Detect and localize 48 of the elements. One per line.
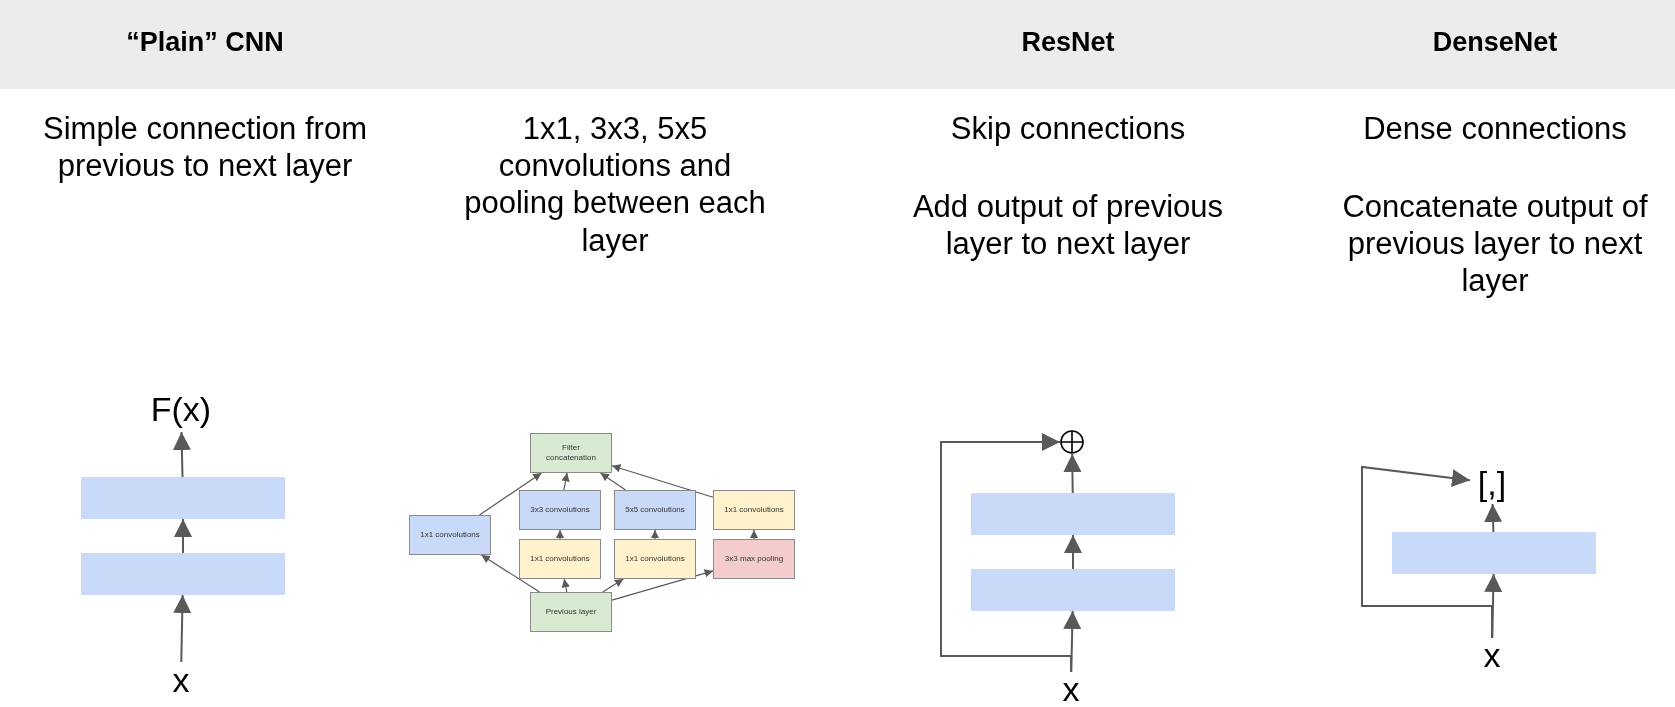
arrow <box>599 472 627 491</box>
arrow <box>561 578 570 593</box>
sum-symbol-icon <box>1060 430 1084 454</box>
arrow <box>940 433 1072 673</box>
math-label: x <box>1475 638 1509 672</box>
description-text: 1x1, 3x3, 5x5 convolutions and pooling between each layer <box>463 110 767 259</box>
description-text: Skip connections <box>949 110 1187 148</box>
layer-block <box>971 493 1175 535</box>
arrow <box>1063 453 1082 494</box>
column-heading: “Plain” CNN <box>125 26 285 59</box>
description-text: Add output of previous layer to next layer <box>911 188 1225 263</box>
layer-box: 1x1 convolutions <box>519 539 601 579</box>
arrow <box>174 518 192 554</box>
layer-box: 3x3 convolutions <box>519 490 601 530</box>
layer-box: 3x3 max pooling <box>713 539 795 579</box>
arrow <box>172 431 191 478</box>
math-label: F(x) <box>148 386 214 432</box>
layer-box: 1x1 convolutions <box>713 490 795 530</box>
arrow <box>173 594 192 663</box>
math-label: [,] <box>1470 462 1514 504</box>
arrow <box>480 554 541 593</box>
description-text: Simple connection from previous to next layer <box>42 110 368 185</box>
layer-box: Previous layer <box>530 592 612 632</box>
arrow <box>1064 534 1082 570</box>
math-label: x <box>1054 672 1088 706</box>
description-text: Concatenate output of previous layer to next layer <box>1341 188 1649 300</box>
arrow <box>555 529 565 540</box>
layer-box: 1x1 convolutions <box>409 515 491 555</box>
description-text: Dense connections <box>1362 110 1628 148</box>
column-heading: DenseNet <box>1431 26 1559 59</box>
arrow <box>1484 503 1503 533</box>
layer-block <box>81 477 285 519</box>
layer-block <box>81 553 285 595</box>
layer-box: 5x5 convolutions <box>614 490 696 530</box>
layer-block <box>971 569 1175 611</box>
layer-box: 1x1 convolutions <box>614 539 696 579</box>
arrow <box>478 472 543 516</box>
math-label: x <box>164 662 198 698</box>
layer-block <box>1392 532 1596 574</box>
layer-box: Filter concatenation <box>530 433 612 473</box>
column-heading: ResNet <box>1020 26 1116 59</box>
arrow <box>1361 465 1493 639</box>
arrow <box>749 529 759 540</box>
arrow <box>650 529 660 540</box>
arrow <box>561 472 570 491</box>
arrow <box>611 464 714 498</box>
arrow <box>611 569 714 601</box>
arrow <box>602 578 624 593</box>
